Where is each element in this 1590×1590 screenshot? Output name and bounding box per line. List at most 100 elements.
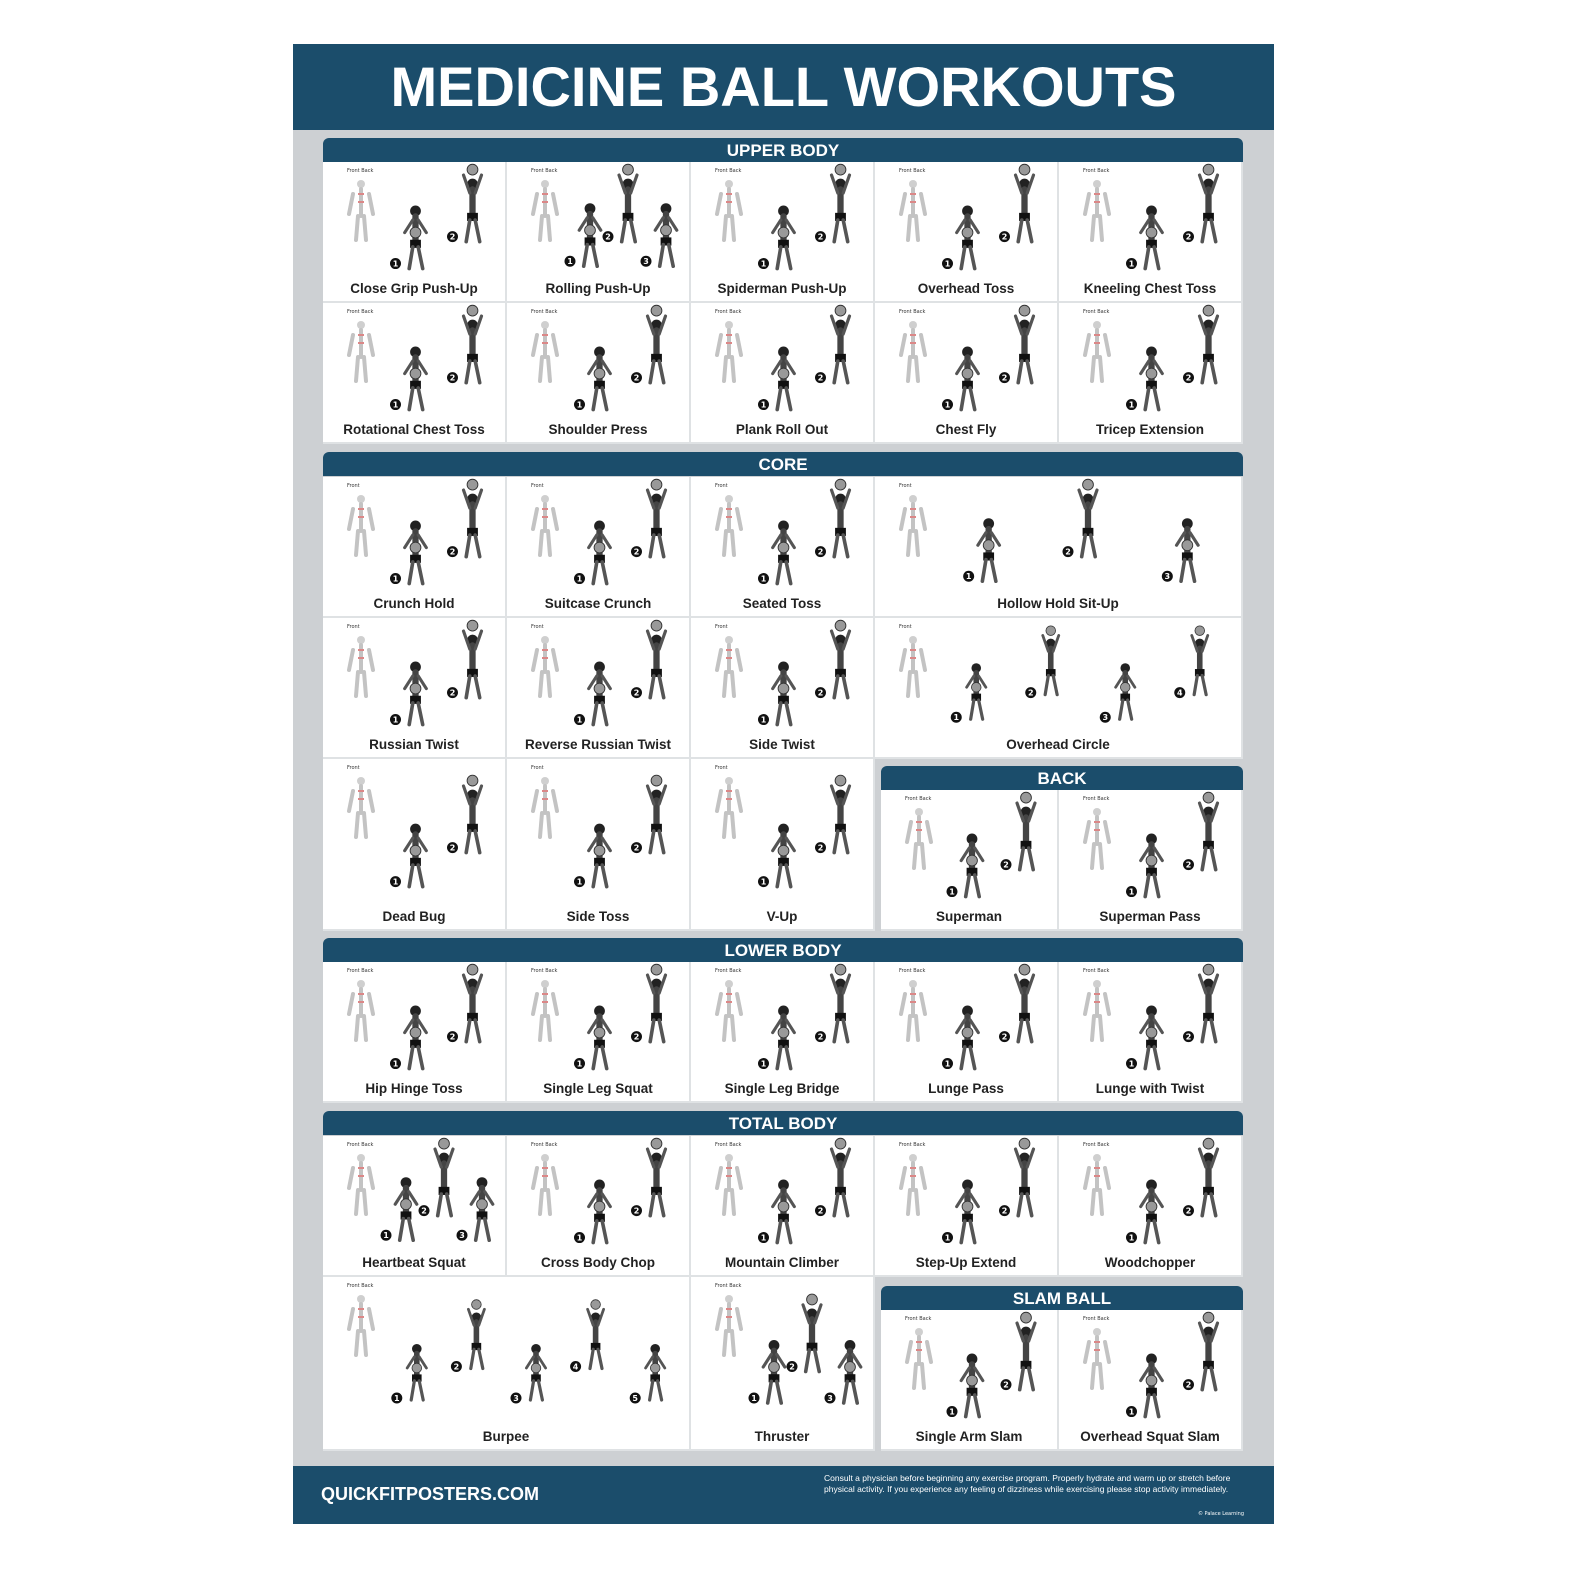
muscle-chart-label: Front Back	[715, 968, 742, 974]
step-number-badge: 1	[574, 399, 585, 411]
exercise-figure	[1077, 478, 1099, 559]
step-number-badge: 1	[1126, 1406, 1137, 1418]
exercise-figure	[1139, 346, 1164, 412]
step-number-badge: 2	[1025, 687, 1037, 699]
muscle-chart-label: Front Back	[347, 309, 374, 315]
medicine-ball-icon	[438, 1137, 450, 1150]
exercise-figure	[645, 478, 668, 559]
svg-text:5: 5	[632, 1394, 638, 1403]
muscle-chart-icon	[899, 1154, 927, 1216]
exercise-figure	[403, 346, 428, 412]
svg-text:2: 2	[634, 1207, 640, 1216]
svg-text:1: 1	[966, 572, 972, 581]
medicine-ball-icon	[593, 541, 606, 554]
medicine-ball-icon	[584, 224, 596, 237]
medicine-ball-icon	[971, 682, 982, 693]
exercise-figure	[1015, 791, 1037, 872]
exercise-figure	[403, 520, 428, 586]
exercise-illustration: 12	[715, 478, 852, 586]
exercise-name: Close Grip Push-Up	[350, 281, 478, 296]
svg-text:1: 1	[393, 401, 399, 410]
step-number-badge: 1	[946, 1406, 958, 1418]
exercise-figure	[461, 304, 484, 385]
step-number-badge: 1	[758, 573, 769, 585]
muscle-chart-icon	[899, 180, 927, 242]
exercise-name: Plank Roll Out	[735, 422, 829, 437]
step-number-badge: 1	[1126, 258, 1137, 270]
muscle-chart-icon	[899, 321, 927, 383]
muscle-chart-label: Front Back	[1083, 968, 1110, 974]
exercise-illustration: 12	[905, 791, 1037, 899]
muscle-chart-icon	[347, 1154, 375, 1216]
medicine-ball-icon	[806, 1293, 818, 1306]
muscle-chart-icon	[899, 636, 927, 698]
step-number-badge: 1	[963, 570, 975, 582]
exercise-name: Rolling Push-Up	[545, 281, 651, 296]
medicine-ball-icon	[409, 1026, 422, 1039]
muscle-chart-label: Front Back	[715, 309, 742, 315]
muscle-chart-icon	[715, 777, 743, 839]
step-number-badge: 2	[1062, 546, 1074, 558]
medicine-ball-icon	[1145, 226, 1158, 239]
exercise-figure	[1197, 163, 1220, 244]
exercise-figure	[1041, 625, 1061, 697]
exercise-figure	[433, 1137, 455, 1218]
medicine-ball-icon	[1082, 478, 1094, 491]
exercise-illustration: 12	[899, 163, 1036, 271]
svg-text:2: 2	[818, 1207, 824, 1216]
title-bar: MEDICINE BALL WORKOUTS	[293, 44, 1274, 130]
medicine-ball-icon	[834, 1137, 847, 1150]
medicine-ball-icon	[593, 1026, 606, 1039]
exercise-figure	[771, 1179, 796, 1245]
step-number-badge: 2	[447, 842, 458, 854]
medicine-ball-icon	[982, 539, 995, 552]
exercise-figure	[955, 1005, 980, 1071]
step-number-badge: 2	[999, 231, 1010, 243]
muscle-chart-icon	[1083, 321, 1111, 383]
medicine-ball-icon	[1120, 682, 1131, 693]
exercise-illustration: 12	[899, 1137, 1036, 1245]
svg-text:3: 3	[1102, 713, 1108, 722]
svg-text:2: 2	[818, 689, 824, 698]
svg-text:1: 1	[577, 1234, 583, 1243]
step-number-badge: 1	[758, 399, 769, 411]
svg-text:1: 1	[394, 1394, 400, 1403]
step-number-badge: 2	[815, 546, 826, 558]
exercise-name: Hollow Hold Sit-Up	[997, 596, 1119, 611]
exercise-figure	[403, 1005, 428, 1071]
svg-text:1: 1	[1129, 888, 1135, 897]
svg-text:1: 1	[1129, 401, 1135, 410]
svg-text:1: 1	[393, 260, 399, 269]
exercise-figure	[1197, 1311, 1220, 1392]
muscle-chart-icon	[347, 180, 375, 242]
muscle-chart-label: Front	[715, 483, 728, 489]
svg-text:2: 2	[1003, 861, 1009, 870]
svg-text:2: 2	[634, 1033, 640, 1042]
exercise-figure	[1197, 1137, 1220, 1218]
exercise-illustration: 12	[715, 163, 852, 271]
muscle-chart-label: Front Back	[1083, 1142, 1110, 1148]
svg-text:2: 2	[818, 548, 824, 557]
exercise-figure	[955, 346, 980, 412]
exercise-figure	[645, 963, 668, 1044]
medicine-ball-icon	[961, 1026, 974, 1039]
exercise-illustration: 12	[1083, 304, 1220, 412]
website-link[interactable]: QUICKFITPOSTERS.COM	[321, 1484, 540, 1504]
exercise-figure	[771, 205, 796, 271]
exercise-figure	[577, 203, 603, 269]
muscle-chart-label: Front	[347, 765, 360, 771]
muscle-chart-icon	[531, 777, 559, 839]
step-number-badge: 2	[815, 687, 826, 699]
step-number-badge: 3	[824, 1392, 836, 1404]
step-number-badge: 1	[390, 258, 401, 270]
exercise-illustration: 12	[899, 304, 1036, 412]
medicine-ball-icon	[466, 963, 479, 976]
svg-text:2: 2	[634, 374, 640, 383]
medicine-ball-icon	[466, 774, 479, 787]
